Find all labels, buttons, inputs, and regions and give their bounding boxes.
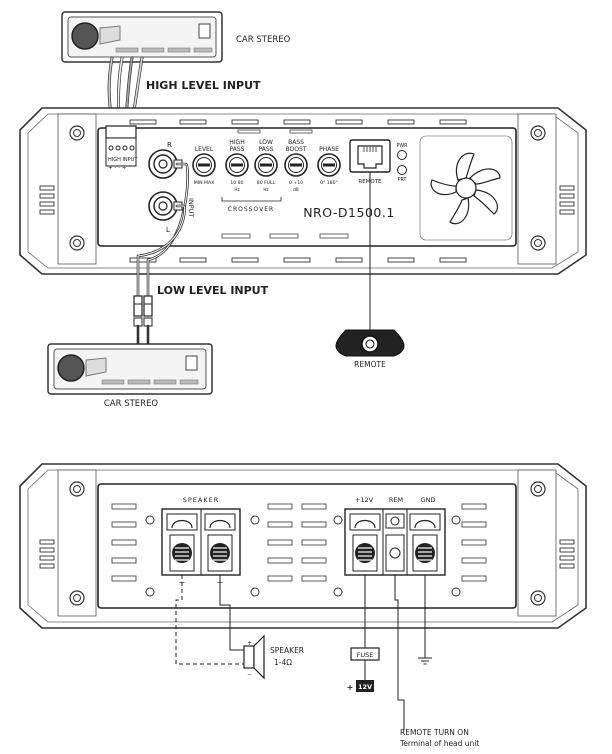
- mounting-hole-icon: [530, 590, 546, 606]
- fuse-icon: [350, 647, 380, 661]
- remote-knob-label: REMOTE: [354, 360, 386, 369]
- mounting-hole-icon: [69, 590, 85, 606]
- knob-high-pass-scale: 10 80: [230, 180, 243, 186]
- car-stereo-top: [61, 11, 223, 63]
- knob-bass-boost-scale: 0 +10: [289, 180, 303, 186]
- speaker-impedance-label: 1-4Ω: [274, 658, 292, 667]
- knob-high-pass-title2: PASS: [230, 146, 245, 153]
- remote-turn-on-label-1: REMOTE TURN ON: [400, 728, 469, 737]
- channel-r-label: R: [167, 141, 172, 149]
- speaker-plus-label: +: [247, 640, 252, 647]
- mounting-hole-icon: [69, 235, 85, 251]
- knob-level-scale: MIN MAX: [194, 180, 214, 186]
- fan-icon: [419, 135, 513, 241]
- knob-phase-scale: 0° 180°: [320, 180, 338, 186]
- power-rem-label: REM: [389, 496, 403, 504]
- rca-plug-icon: [133, 295, 153, 327]
- unit-hz-2: Hz: [263, 187, 269, 192]
- high-input-label: HIGH INPUT: [108, 157, 138, 163]
- prt-led-icon: [397, 165, 407, 175]
- high-input-terminal: [105, 125, 137, 167]
- model-label: NRO-D1500.1: [303, 205, 395, 220]
- mounting-hole-icon: [530, 481, 546, 497]
- speaker-icon: [243, 634, 265, 680]
- speaker-terminal[interactable]: [161, 508, 241, 576]
- stereo-knob-icon: [71, 22, 99, 50]
- crossover-bracket: [221, 197, 282, 202]
- crossover-label: CROSSOVER: [228, 206, 274, 213]
- speaker-minus-label: −: [247, 671, 252, 678]
- power-terminal[interactable]: [344, 508, 446, 576]
- car-stereo-bottom-label: CAR STEREO: [104, 399, 159, 409]
- remote-port[interactable]: [349, 139, 391, 173]
- battery-icon: [356, 680, 374, 692]
- battery-label: 12V: [358, 683, 372, 691]
- power-wires: [364, 575, 426, 730]
- knob-phase[interactable]: [317, 153, 341, 177]
- speaker-wires: [175, 575, 244, 665]
- knob-level[interactable]: [192, 153, 216, 177]
- ground-icon: [418, 657, 432, 665]
- rca-cable: [133, 162, 189, 348]
- amplifier-bottom: [19, 463, 587, 629]
- led-pwr-label: PWR: [397, 143, 409, 149]
- pwr-led-icon: [397, 150, 407, 160]
- knob-low-pass-scale: 80 FULL: [257, 180, 276, 186]
- led-prt-label: PRT: [398, 177, 407, 183]
- speaker-label: SPEAKER: [270, 646, 304, 655]
- knob-high-pass-title1: HIGH: [229, 139, 244, 146]
- mounting-hole-icon: [69, 481, 85, 497]
- mounting-hole-icon: [530, 235, 546, 251]
- channel-l-label: L: [166, 226, 170, 234]
- knob-phase-title2: PHASE: [319, 146, 339, 153]
- knob-low-pass[interactable]: [254, 153, 278, 177]
- power-gnd-label: GND: [421, 496, 436, 504]
- mounting-hole-icon: [69, 125, 85, 141]
- car-stereo-top-label: CAR STEREO: [236, 35, 291, 45]
- stereo-knob-icon: [57, 354, 85, 382]
- knob-bass-boost-title1: BASS: [288, 139, 304, 146]
- knob-level-title2: LEVEL: [195, 146, 214, 153]
- knob-high-pass[interactable]: [225, 153, 249, 177]
- car-stereo-bottom: [47, 343, 213, 395]
- power-12v-label: +12V: [355, 496, 374, 504]
- speaker-header-label: SPEAKER: [183, 496, 220, 504]
- fuse-label: FUSE: [357, 651, 374, 659]
- high-input-polarity: + - - +: [108, 165, 127, 171]
- unit-db: dB: [293, 187, 299, 192]
- low-level-input-label: LOW LEVEL INPUT: [157, 284, 269, 297]
- knob-bass-boost[interactable]: [284, 153, 308, 177]
- unit-hz-1: Hz: [234, 187, 240, 192]
- knob-low-pass-title1: LOW: [259, 139, 273, 146]
- high-level-input-label: HIGH LEVEL INPUT: [146, 79, 261, 92]
- knob-bass-boost-title2: BOOST: [286, 146, 307, 153]
- input-side-label: INPUT: [187, 198, 195, 217]
- remote-knob[interactable]: [335, 329, 405, 357]
- battery-plus-label: +: [347, 683, 354, 692]
- knob-low-pass-title2: PASS: [259, 146, 274, 153]
- mounting-hole-icon: [530, 125, 546, 141]
- remote-turn-on-label-2: Terminal of head unit: [399, 739, 479, 748]
